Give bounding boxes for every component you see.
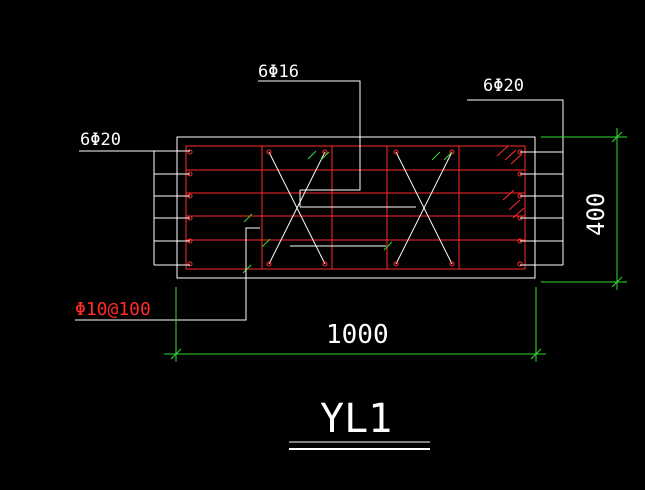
rebar-dot <box>187 261 193 267</box>
rebar-dot <box>393 261 399 267</box>
dimension-height <box>541 128 627 290</box>
stirrup-leader <box>75 227 260 321</box>
diagonal-bars <box>268 151 453 265</box>
right-bar-leaders <box>467 99 564 266</box>
label-right-bars: 6Φ20 <box>483 76 524 96</box>
diagonal-bar-ends <box>266 149 455 267</box>
hook <box>508 199 521 211</box>
rebar-dot <box>266 149 272 155</box>
rebar-dot <box>449 149 455 155</box>
hook <box>510 153 523 165</box>
rebar-dot <box>322 261 328 267</box>
dimension-height-label: 400 <box>582 193 610 236</box>
diagonal-bar <box>395 151 453 265</box>
green-ticks <box>242 150 453 274</box>
dimension-width-label: 1000 <box>326 320 389 350</box>
middle-bar-leaders <box>258 80 416 247</box>
label-top-middle-bars: 6Φ16 <box>258 62 299 82</box>
concrete-outline <box>176 136 536 279</box>
rebar-grid <box>185 145 526 270</box>
dimension-width <box>164 287 546 362</box>
label-stirrups: Φ10@100 <box>75 299 151 320</box>
outer-stirrup <box>185 145 526 270</box>
rebar-dot <box>187 149 193 155</box>
diagonal-bar <box>268 151 326 265</box>
rebar-dot <box>322 149 328 155</box>
hook <box>502 189 515 201</box>
label-left-bars: 6Φ20 <box>80 130 121 150</box>
right-bars <box>517 149 523 267</box>
rebar-dot <box>266 261 272 267</box>
left-bars <box>187 149 193 267</box>
rebar-dot <box>449 261 455 267</box>
hook <box>496 145 509 157</box>
hook <box>512 207 525 219</box>
left-bar-leaders <box>79 150 190 266</box>
rebar-dot <box>517 261 523 267</box>
drawing-title: YL1 <box>320 396 392 442</box>
hook <box>504 149 517 161</box>
rebar-dot <box>393 149 399 155</box>
